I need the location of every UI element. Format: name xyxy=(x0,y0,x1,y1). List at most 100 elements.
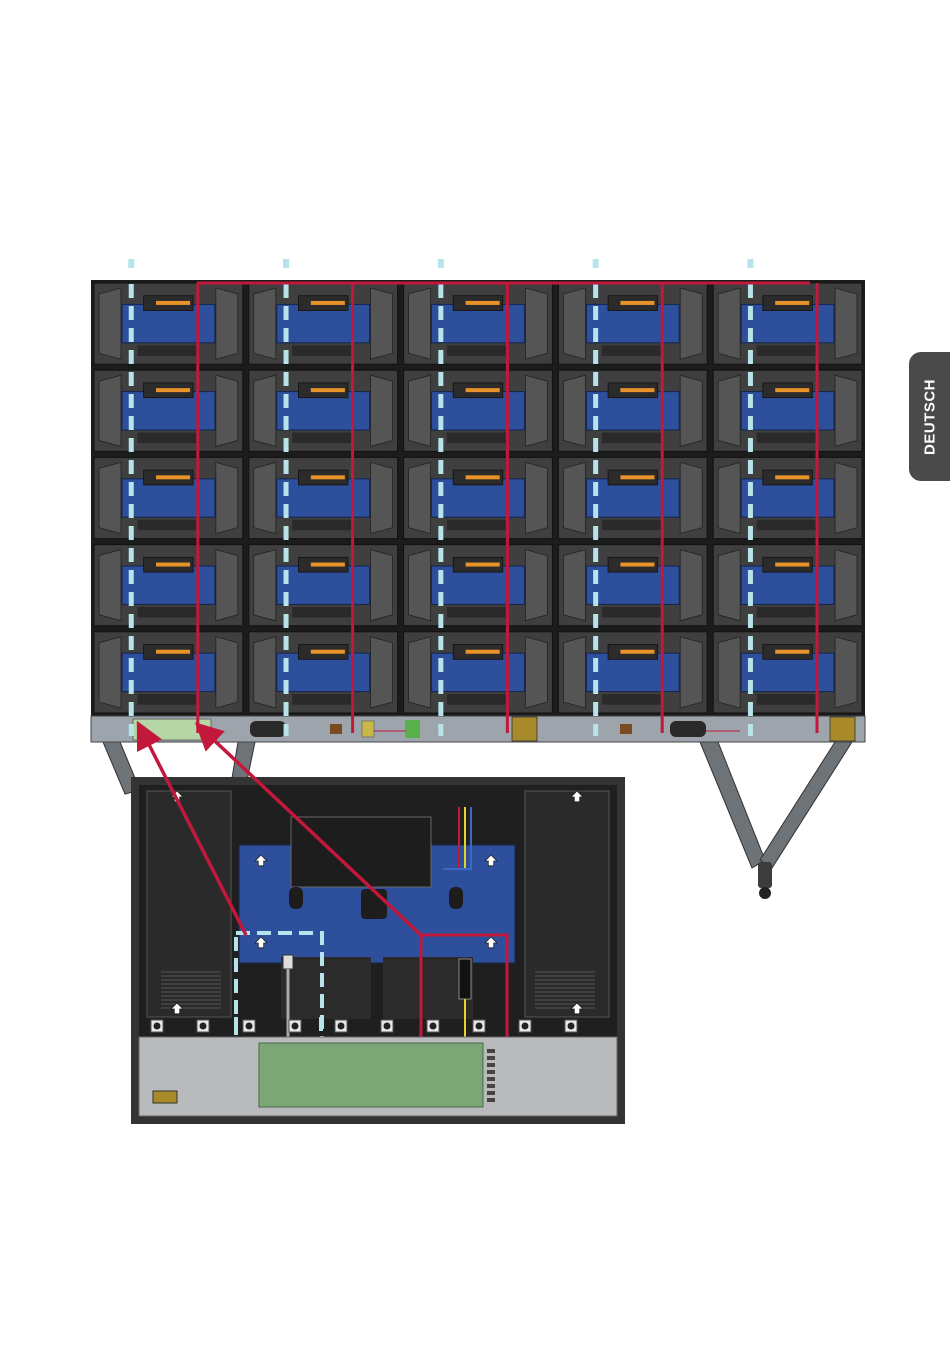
cabinet-corner-right xyxy=(680,375,702,446)
cabinet-corner-right xyxy=(835,637,857,708)
cabinet-handle xyxy=(292,607,354,617)
led-cabinet xyxy=(558,370,707,451)
bar-terminal xyxy=(362,721,374,737)
detail-port xyxy=(487,1049,495,1053)
power-connector xyxy=(156,563,190,567)
led-cabinet xyxy=(249,283,398,364)
cabinet-handle xyxy=(447,433,509,443)
bar-fan xyxy=(670,721,706,737)
power-connector xyxy=(311,563,345,567)
cabinet-corner-right xyxy=(525,550,547,621)
cabinet-corner-left xyxy=(718,637,740,708)
power-connector xyxy=(775,388,809,392)
power-connector xyxy=(311,301,345,305)
detail-chip xyxy=(361,889,387,919)
detail-port xyxy=(487,1098,495,1102)
detail-fan-left xyxy=(281,957,371,1019)
cabinet-handle xyxy=(447,520,509,530)
cabinet-corner-left xyxy=(409,550,431,621)
cabinet-corner-right xyxy=(216,637,238,708)
cabinet-corner-right xyxy=(680,550,702,621)
cabinet-handle xyxy=(292,694,354,704)
led-cabinet xyxy=(713,632,862,713)
power-connector xyxy=(156,388,190,392)
signal-cable-marker xyxy=(283,259,289,268)
detail-screw-hole xyxy=(200,1023,207,1030)
detail-screw-hole xyxy=(568,1023,575,1030)
led-cabinet xyxy=(404,545,553,626)
signal-cable-marker xyxy=(747,259,753,268)
cabinet-handle xyxy=(292,433,354,443)
cabinet-handle xyxy=(137,520,199,530)
detail-port xyxy=(487,1084,495,1088)
led-cabinet xyxy=(249,545,398,626)
power-connector xyxy=(620,475,654,479)
cabinet-corner-right xyxy=(371,375,393,446)
power-connector xyxy=(466,475,500,479)
cabinet-corner-right xyxy=(216,288,238,359)
cabinet-corner-right xyxy=(835,462,857,533)
cabinet-handle xyxy=(757,345,819,355)
detail-slot xyxy=(449,887,463,909)
cabinet-corner-right xyxy=(371,550,393,621)
cabinet-corner-left xyxy=(409,375,431,446)
cabinet-corner-left xyxy=(254,288,276,359)
led-cabinet xyxy=(713,370,862,451)
bar-connector xyxy=(620,724,632,734)
led-cabinet xyxy=(558,632,707,713)
stand-foot-wheel xyxy=(759,887,771,899)
led-cabinet xyxy=(249,370,398,451)
cabinet-corner-right xyxy=(371,462,393,533)
cabinet-handle xyxy=(447,694,509,704)
cabinet-handle xyxy=(757,433,819,443)
led-cabinet xyxy=(558,545,707,626)
power-connector xyxy=(775,301,809,305)
detail-screw-hole xyxy=(154,1023,161,1030)
power-connector xyxy=(620,388,654,392)
detail-port xyxy=(487,1077,495,1081)
cabinet-handle xyxy=(292,520,354,530)
detail-control-box xyxy=(259,1043,483,1107)
detail-screw-hole xyxy=(292,1023,299,1030)
cabinet-corner-right xyxy=(680,462,702,533)
cabinet-corner-left xyxy=(718,288,740,359)
cabinet-corner-left xyxy=(718,462,740,533)
led-cabinet xyxy=(249,632,398,713)
power-connector xyxy=(466,301,500,305)
cabinet-corner-left xyxy=(254,637,276,708)
stand-foot xyxy=(758,862,772,888)
cabinet-corner-right xyxy=(525,462,547,533)
signal-cable-marker xyxy=(438,259,444,268)
cabinet-handle xyxy=(602,607,664,617)
led-cabinet xyxy=(404,370,553,451)
cabinet-handle xyxy=(137,694,199,704)
bar-connector xyxy=(330,724,342,734)
cabinet-handle xyxy=(757,694,819,704)
cabinet-handle xyxy=(137,433,199,443)
detail-screw-hole xyxy=(384,1023,391,1030)
cabinet-handle xyxy=(602,520,664,530)
detail-screw-hole xyxy=(338,1023,345,1030)
detail-screw-hole xyxy=(430,1023,437,1030)
led-cabinet xyxy=(404,283,553,364)
led-cabinet xyxy=(404,457,553,538)
power-connector xyxy=(466,563,500,567)
cable-plug-icon xyxy=(283,955,293,969)
cabinet-handle xyxy=(602,694,664,704)
power-connector xyxy=(311,388,345,392)
cabinet-corner-left xyxy=(254,462,276,533)
power-connector xyxy=(775,475,809,479)
cabinet-corner-right xyxy=(525,637,547,708)
bar-power-inlet xyxy=(830,717,855,741)
led-cabinet xyxy=(713,283,862,364)
cabinet-corner-left xyxy=(718,550,740,621)
cabinet-corner-left xyxy=(99,550,121,621)
cabinet-handle xyxy=(757,607,819,617)
cabinet-corner-right xyxy=(835,550,857,621)
cabinet-corner-left xyxy=(99,375,121,446)
led-cabinet xyxy=(558,283,707,364)
detail-slot xyxy=(289,887,303,909)
cabinet-corner-right xyxy=(525,288,547,359)
stand-leg-right-b xyxy=(760,742,852,868)
